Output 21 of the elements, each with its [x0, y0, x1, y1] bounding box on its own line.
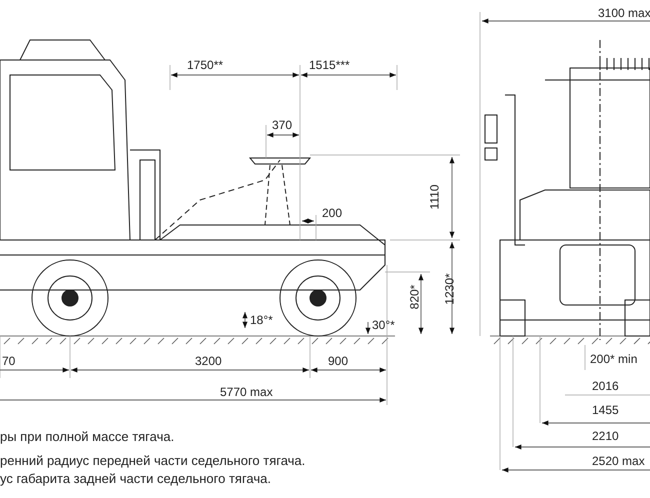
dimension-text: 5770 max — [220, 385, 273, 399]
dimension-text: 1110 — [427, 184, 442, 210]
dimension-text: 18°* — [250, 313, 273, 327]
dimension-text: 370 — [272, 118, 292, 132]
dimension-text: 30°* — [372, 318, 395, 332]
footnote-text: ус габарита задней части седельного тягача. — [0, 472, 271, 486]
dimension-text: 200* min — [590, 352, 638, 366]
dimension-text: 900 — [328, 354, 348, 368]
dimension-text: 2016 — [592, 379, 619, 393]
dimension-text: 200 — [322, 206, 342, 220]
footnote-text: ренний радиус передней части седельного тягача. — [0, 454, 306, 468]
dimension-text: 1750** — [187, 58, 224, 72]
dimension-text: 2210 — [592, 429, 619, 443]
dimension-text: 2520 max — [592, 454, 645, 468]
footnote-text: ры при полной массе тягача. — [0, 430, 174, 444]
dimension-text: 1230* — [442, 273, 457, 305]
dimension-text: 1455 — [592, 403, 619, 417]
dimension-text: 70 — [2, 354, 16, 368]
dimension-text: 820* — [407, 284, 422, 310]
dimension-text: 3200 — [195, 354, 222, 368]
dimension-text: 1515*** — [309, 58, 350, 72]
